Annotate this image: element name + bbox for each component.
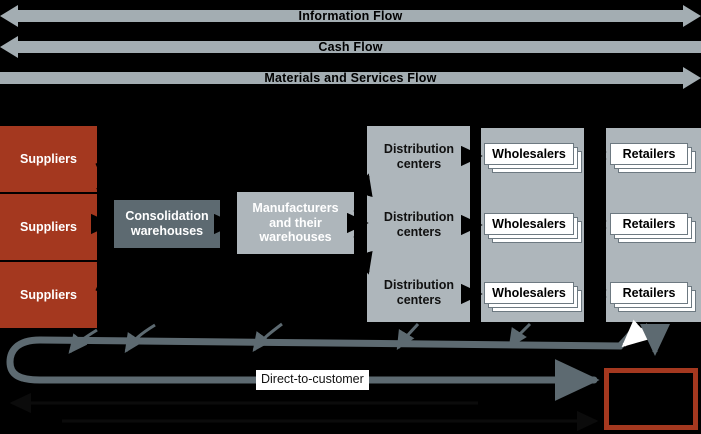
customer-box [604, 368, 698, 430]
manufacturers-box: Manufacturers and their warehouses [237, 192, 354, 254]
retailer-label: Retailers [610, 143, 688, 165]
wholesaler-stack-1: Wholesalers [484, 143, 584, 175]
supplier-label: Suppliers [20, 287, 77, 302]
wholesaler-stack-2: Wholesalers [484, 213, 584, 245]
information-flow-arrow-shape [0, 5, 701, 27]
materials-flow-arrow-shape [0, 67, 701, 89]
wholesaler-label: Wholesalers [484, 282, 574, 304]
consolidation-warehouses-label: Consolidation warehouses [125, 209, 209, 238]
supplier-label: Suppliers [20, 151, 77, 166]
distribution-center-label-2: Distribution centers [383, 210, 455, 239]
manufacturers-label: Manufacturers and their warehouses [252, 200, 339, 245]
cash-flow-arrow-shape [0, 36, 701, 58]
supplier-box-3: Suppliers [0, 262, 97, 328]
retailer-stack-3: Retailers [610, 282, 700, 314]
retailer-label: Retailers [610, 213, 688, 235]
arrows-manufacturers-to-distribution [346, 173, 373, 275]
supplier-label: Suppliers [20, 219, 77, 234]
arrows-distribution-to-wholesalers [460, 145, 483, 305]
wholesaler-label: Wholesalers [484, 213, 574, 235]
distribution-centers-column [367, 126, 470, 322]
distribution-center-label-3: Distribution centers [383, 278, 455, 307]
consolidation-warehouses-box: Consolidation warehouses [114, 200, 220, 248]
direct-to-customer-label: Direct-to-customer [256, 370, 369, 390]
retailer-label: Retailers [610, 282, 688, 304]
supplier-box-2: Suppliers [0, 194, 97, 260]
supplier-box-1: Suppliers [0, 126, 97, 192]
arrows-wholesalers-to-retailers [584, 141, 607, 308]
arrows-suppliers-to-consolidation [90, 162, 116, 292]
retailer-stack-2: Retailers [610, 213, 700, 245]
retailer-stack-1: Retailers [610, 143, 700, 175]
wholesaler-stack-3: Wholesalers [484, 282, 584, 314]
wholesaler-label: Wholesalers [484, 143, 574, 165]
distribution-center-label-1: Distribution centers [383, 142, 455, 171]
